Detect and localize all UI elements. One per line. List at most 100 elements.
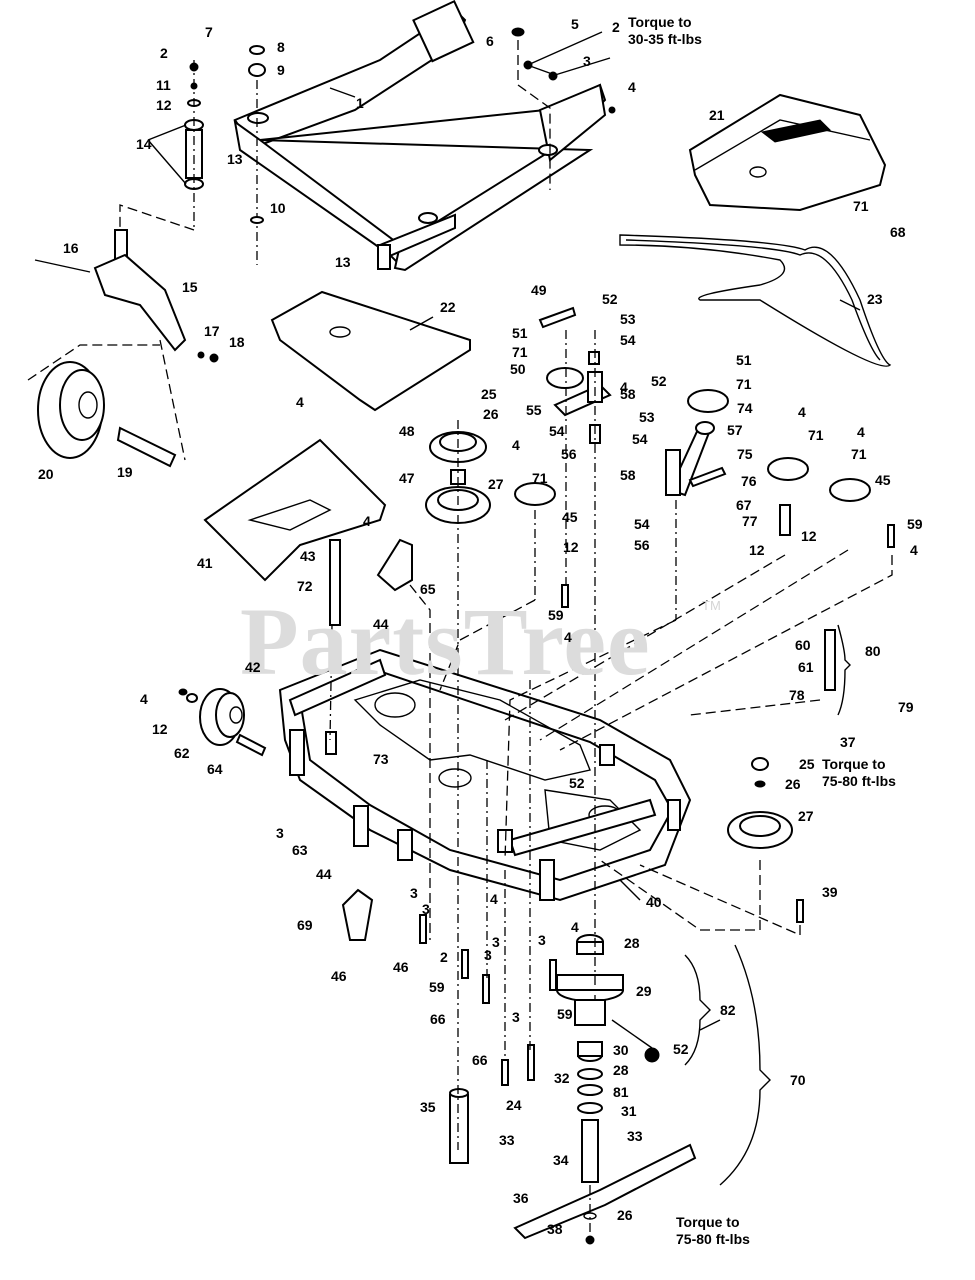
callout: 43 bbox=[300, 548, 316, 564]
callout: 28 bbox=[613, 1062, 629, 1078]
callout: 52 bbox=[569, 775, 585, 791]
callout: 52 bbox=[602, 291, 618, 307]
callout: 6 bbox=[486, 33, 494, 49]
callout: 4 bbox=[564, 629, 572, 645]
mounting-brackets bbox=[329, 538, 413, 941]
callout: 71 bbox=[512, 344, 528, 360]
drive-belt bbox=[619, 234, 892, 367]
callout: 3 bbox=[484, 947, 492, 963]
callout: 4 bbox=[571, 919, 579, 935]
callout: 42 bbox=[245, 659, 261, 675]
callout: 1 bbox=[356, 95, 364, 111]
callout: 52 bbox=[651, 373, 667, 389]
callout: 26 bbox=[617, 1207, 633, 1223]
callout: 54 bbox=[634, 516, 650, 532]
torque-note-1-line1: Torque to bbox=[628, 14, 692, 30]
callout: 73 bbox=[373, 751, 389, 767]
callout: 27 bbox=[798, 808, 814, 824]
callout: 71 bbox=[532, 470, 548, 486]
callout: 19 bbox=[117, 464, 133, 480]
callout: 3 bbox=[512, 1009, 520, 1025]
callout: 44 bbox=[316, 866, 332, 882]
callout: 61 bbox=[798, 659, 814, 675]
callout: 4 bbox=[363, 513, 371, 529]
callout: 78 bbox=[789, 687, 805, 703]
callout: 58 bbox=[620, 467, 636, 483]
callout: 46 bbox=[393, 959, 409, 975]
callout: 53 bbox=[620, 311, 636, 327]
callout: 33 bbox=[499, 1132, 515, 1148]
callout: 35 bbox=[420, 1099, 436, 1115]
callout: 16 bbox=[63, 240, 79, 256]
gauge-wheel bbox=[178, 688, 267, 757]
callout: 12 bbox=[152, 721, 168, 737]
callout: 60 bbox=[795, 637, 811, 653]
callout: 3 bbox=[538, 932, 546, 948]
callout: 31 bbox=[621, 1103, 637, 1119]
torque-note-2-line1: Torque to bbox=[822, 756, 886, 772]
callout: 53 bbox=[639, 409, 655, 425]
callout: 2 bbox=[612, 19, 620, 35]
callout: 9 bbox=[277, 62, 285, 78]
callout: 39 bbox=[822, 884, 838, 900]
watermark-trademark: TM bbox=[702, 598, 721, 613]
callout: 14 bbox=[136, 136, 152, 152]
alignment-lines bbox=[329, 330, 893, 1150]
callout: 54 bbox=[549, 423, 565, 439]
callout: 59 bbox=[429, 979, 445, 995]
callout: 10 bbox=[270, 200, 286, 216]
callout: 23 bbox=[867, 291, 883, 307]
callout: 75 bbox=[737, 446, 753, 462]
callout: 48 bbox=[399, 423, 415, 439]
callout: 59 bbox=[557, 1006, 573, 1022]
torque-note-2-line2: 75-80 ft-lbs bbox=[822, 773, 896, 789]
left-spindle-shaft bbox=[449, 1088, 469, 1164]
callout: 67 bbox=[736, 497, 752, 513]
leader-lines bbox=[147, 31, 861, 1186]
callout: 4 bbox=[296, 394, 304, 410]
callout: 51 bbox=[736, 352, 752, 368]
callout: 17 bbox=[204, 323, 220, 339]
callout: 4 bbox=[857, 424, 865, 440]
callout: 7 bbox=[205, 24, 213, 40]
callout: 4 bbox=[512, 437, 520, 453]
callout: 41 bbox=[197, 555, 213, 571]
right-pivot-bolt bbox=[511, 27, 616, 190]
callout: 12 bbox=[156, 97, 172, 113]
callout: 4 bbox=[490, 891, 498, 907]
callout: 4 bbox=[628, 79, 636, 95]
watermark-brand: PartsTree bbox=[240, 588, 651, 695]
callout: 71 bbox=[853, 198, 869, 214]
deck-shields bbox=[203, 290, 471, 582]
callout: 4 bbox=[910, 542, 918, 558]
callout: 58 bbox=[620, 386, 636, 402]
callout: 33 bbox=[627, 1128, 643, 1144]
callout: 63 bbox=[292, 842, 308, 858]
callout: 3 bbox=[583, 53, 591, 69]
callout: 66 bbox=[472, 1052, 488, 1068]
callout: 68 bbox=[890, 224, 906, 240]
callout: 5 bbox=[571, 16, 579, 32]
idler-arms bbox=[538, 306, 791, 536]
callout: 71 bbox=[736, 376, 752, 392]
torque-note-3: Torque to 75-80 ft-lbs bbox=[676, 1214, 750, 1248]
callout: 64 bbox=[207, 761, 223, 777]
callout: 2 bbox=[160, 45, 168, 61]
callout: 4 bbox=[140, 691, 148, 707]
callout: 13 bbox=[335, 254, 351, 270]
callout: 25 bbox=[481, 386, 497, 402]
callout: 47 bbox=[399, 470, 415, 486]
callout: 15 bbox=[182, 279, 198, 295]
callout: 62 bbox=[174, 745, 190, 761]
torque-note-2: Torque to 75-80 ft-lbs bbox=[822, 756, 896, 790]
callout: 3 bbox=[276, 825, 284, 841]
callout: 38 bbox=[547, 1221, 563, 1237]
torque-note-3-line2: 75-80 ft-lbs bbox=[676, 1231, 750, 1247]
mower-deck bbox=[278, 648, 692, 902]
callout: 71 bbox=[851, 446, 867, 462]
callout: 57 bbox=[727, 422, 743, 438]
caster-wheel-assembly bbox=[27, 229, 219, 468]
callout: 66 bbox=[430, 1011, 446, 1027]
callout: 34 bbox=[553, 1152, 569, 1168]
callout: 32 bbox=[554, 1070, 570, 1086]
